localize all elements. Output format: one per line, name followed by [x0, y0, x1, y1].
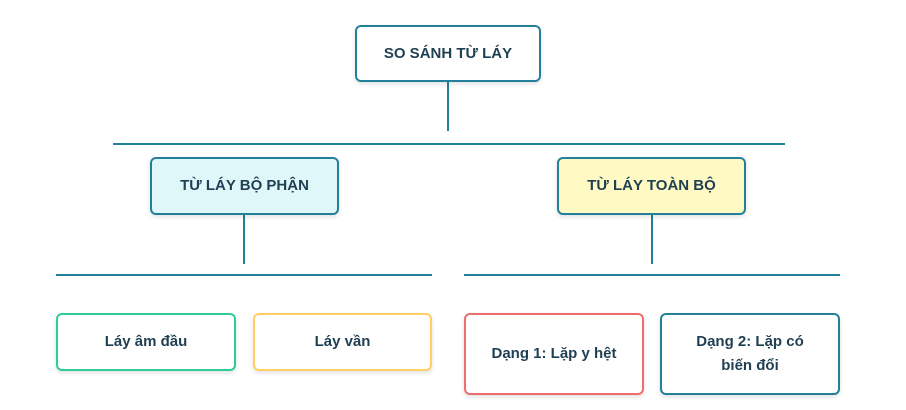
branch-node-partial: TỪ LÁY BỘ PHẬN [150, 157, 339, 215]
leaf-node-van: Láy vần [253, 313, 432, 371]
leaf-node-am-dau: Láy âm đầu [56, 313, 236, 371]
branch-label-full: TỪ LÁY TOÀN BỘ [587, 177, 716, 194]
connector-root-down [447, 82, 449, 131]
leaf-label-am-dau: Láy âm đầu [104, 333, 188, 350]
leaf-node-dang-1: Dạng 1: Lặp y hệt [464, 313, 644, 395]
connector-partial-bar [56, 274, 432, 276]
root-node: SO SÁNH TỪ LÁY [355, 25, 541, 82]
leaf-label-dang-1: Dạng 1: Lặp y hệt [491, 345, 617, 362]
connector-full-down [651, 215, 653, 264]
connector-partial-down [243, 215, 245, 264]
connector-level2-bar [113, 143, 785, 145]
branch-node-full: TỪ LÁY TOÀN BỘ [557, 157, 746, 215]
connector-full-bar [464, 274, 840, 276]
branch-label-partial: TỪ LÁY BỘ PHẬN [180, 177, 309, 194]
root-label: SO SÁNH TỪ LÁY [383, 44, 513, 62]
leaf-label-dang-2: Dạng 2: Lặp có biến đổi [696, 333, 804, 374]
leaf-label-van: Láy vần [314, 333, 371, 350]
leaf-node-dang-2: Dạng 2: Lặp có biến đổi [660, 313, 840, 395]
